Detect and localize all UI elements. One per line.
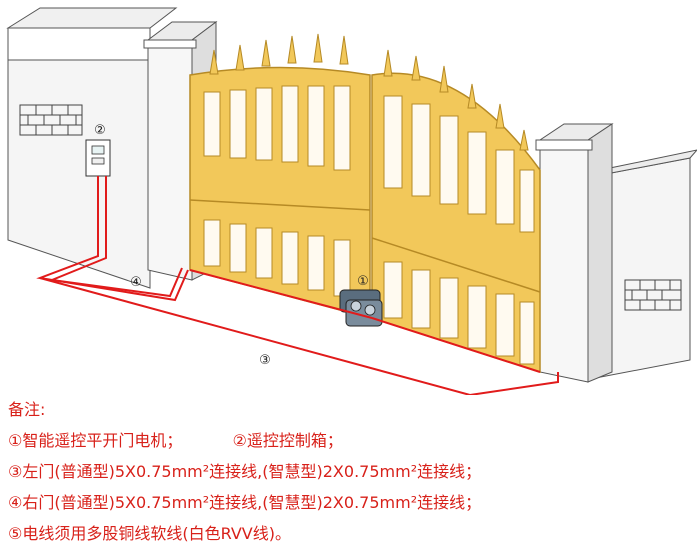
wiring bbox=[36, 176, 559, 395]
wire-main-run bbox=[39, 277, 559, 395]
callout-cable-short: ④ bbox=[130, 275, 142, 290]
callout-control-box: ② bbox=[94, 123, 106, 138]
wire-gate-bottom-right bbox=[371, 317, 541, 373]
notes-section: 备注: ①智能遥控平开门电机； ②遥控控制箱； ③左门(普通型)5X0.75mm… bbox=[8, 394, 693, 549]
note-item-4: ④右门(普通型)5X0.75mm²连接线,(智慧型)2X0.75mm²连接线； bbox=[8, 493, 482, 512]
gate-motor bbox=[339, 289, 383, 327]
wire-box-to-gate-inner bbox=[48, 176, 183, 298]
callout-cable-main: ③ bbox=[259, 353, 271, 368]
callout-motor: ① bbox=[357, 274, 369, 289]
gate-wiring-diagram: ① ② ③ ④ bbox=[6, 7, 697, 395]
left-wall-bricks bbox=[19, 104, 83, 136]
right-gate-leaf bbox=[371, 49, 541, 374]
note-item-3: ③左门(普通型)5X0.75mm²连接线,(智慧型)2X0.75mm²连接线； bbox=[8, 462, 482, 481]
wire-gate-bottom-left bbox=[189, 269, 373, 319]
right-wall-bricks bbox=[624, 279, 682, 311]
note-item-5: ⑤电线须用多股铜线软线(白色RVV线)。 bbox=[8, 524, 291, 543]
notes-heading: 备注: bbox=[8, 400, 46, 419]
callouts: ① ② ③ ④ bbox=[94, 123, 369, 368]
right-pillar bbox=[535, 123, 614, 383]
notes-line-1: ①智能遥控平开门电机； ②遥控控制箱； bbox=[8, 425, 693, 456]
left-gate-leaf bbox=[189, 33, 371, 319]
note-item-1: ①智能遥控平开门电机； bbox=[8, 431, 183, 450]
control-box bbox=[85, 139, 111, 177]
note-item-2: ②遥控控制箱； bbox=[232, 431, 343, 450]
